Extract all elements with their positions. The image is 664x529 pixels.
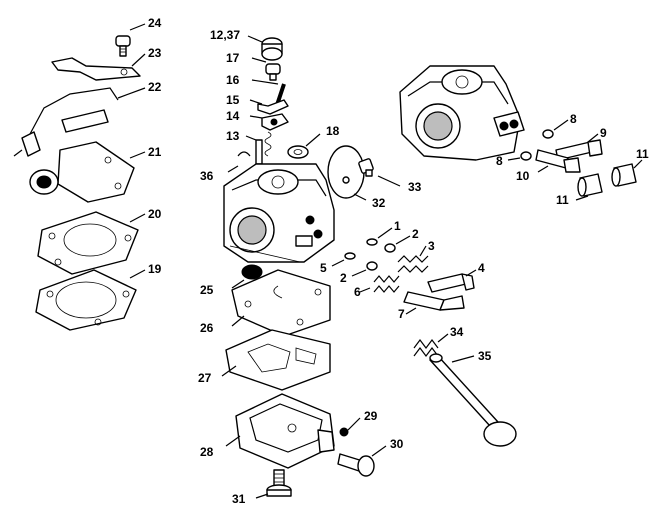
part-1-oring <box>366 238 378 246</box>
callout-31: 31 <box>232 492 246 506</box>
part-28-cover <box>235 393 335 469</box>
part-14-lever <box>261 113 289 131</box>
callout-25: 25 <box>200 283 214 297</box>
part-23-bracket <box>51 57 141 81</box>
part-18-washer <box>287 145 309 159</box>
callout-24: 24 <box>148 16 162 30</box>
part-35-shaft <box>429 353 517 447</box>
part-20-gasket <box>37 211 139 275</box>
part-5-oring <box>344 252 356 260</box>
part-33-screw <box>358 158 374 177</box>
callout-12-37: 12,37 <box>210 28 240 42</box>
callout-5: 5 <box>320 261 327 275</box>
part-10-needle <box>535 149 581 173</box>
callout-14: 14 <box>226 109 240 123</box>
callout-23: 23 <box>148 46 162 60</box>
carburetor-body <box>223 163 335 263</box>
callout-32: 32 <box>372 196 386 210</box>
callout-34: 34 <box>450 325 464 339</box>
callout-19: 19 <box>148 262 162 276</box>
callout-26: 26 <box>200 321 214 335</box>
callout-17: 17 <box>226 51 240 65</box>
callout-18: 18 <box>326 124 340 138</box>
carburetor-body-right <box>399 65 525 161</box>
callout-8b: 8 <box>496 154 503 168</box>
part-15-lever <box>257 99 289 115</box>
callout-2b: 2 <box>340 271 347 285</box>
part-9-needle <box>555 139 603 161</box>
callout-6: 6 <box>354 285 361 299</box>
part-22-lever <box>13 87 119 157</box>
part-36-clip <box>237 151 251 157</box>
callout-13: 13 <box>226 129 240 143</box>
callout-11b: 11 <box>556 193 569 207</box>
callout-15: 15 <box>226 93 240 107</box>
part-3-spring <box>397 255 429 273</box>
part-13-needle <box>255 131 272 165</box>
part-26-diaphragm <box>231 269 331 337</box>
part-2-oring-b <box>366 261 378 271</box>
part-17-screw <box>265 63 281 81</box>
callout-33: 33 <box>408 180 422 194</box>
part-8-oring-a <box>542 129 554 139</box>
callout-9: 9 <box>600 126 607 140</box>
callout-27: 27 <box>198 371 212 385</box>
part-25-screen <box>241 264 263 280</box>
callout-22: 22 <box>148 80 162 94</box>
callout-2a: 2 <box>412 227 419 241</box>
part-2-oring-a <box>384 243 396 253</box>
callout-8a: 8 <box>570 112 577 126</box>
part-11-cap-b <box>577 173 603 197</box>
part-29-ball <box>339 427 349 437</box>
callout-35: 35 <box>478 349 492 363</box>
callout-21: 21 <box>148 145 162 159</box>
part-8-oring-b <box>520 151 532 161</box>
callout-28: 28 <box>200 445 214 459</box>
part-19-gasket <box>35 269 137 331</box>
callout-4: 4 <box>478 261 485 275</box>
part-27-gasket <box>225 329 331 391</box>
part-7-needle-screw <box>403 291 465 311</box>
callout-29: 29 <box>364 409 378 423</box>
callout-16: 16 <box>226 73 240 87</box>
callout-1: 1 <box>394 219 401 233</box>
part-30-screw <box>337 453 375 477</box>
part-21-flange <box>29 141 135 203</box>
callout-7: 7 <box>398 307 405 321</box>
part-12-37-cap <box>261 37 283 61</box>
part-6-spring <box>373 275 400 293</box>
callout-20: 20 <box>148 207 162 221</box>
part-34-spring <box>413 339 439 357</box>
callout-11a: 11 <box>636 147 649 161</box>
part-32-disc <box>327 145 365 199</box>
callout-30: 30 <box>390 437 404 451</box>
part-24-screw <box>115 35 131 57</box>
part-4-needle-screw <box>427 273 475 293</box>
part-31-screw <box>266 469 292 497</box>
part-11-cap-a <box>611 163 637 187</box>
callout-10: 10 <box>516 169 530 183</box>
callout-36: 36 <box>200 169 214 183</box>
callout-3: 3 <box>428 239 435 253</box>
